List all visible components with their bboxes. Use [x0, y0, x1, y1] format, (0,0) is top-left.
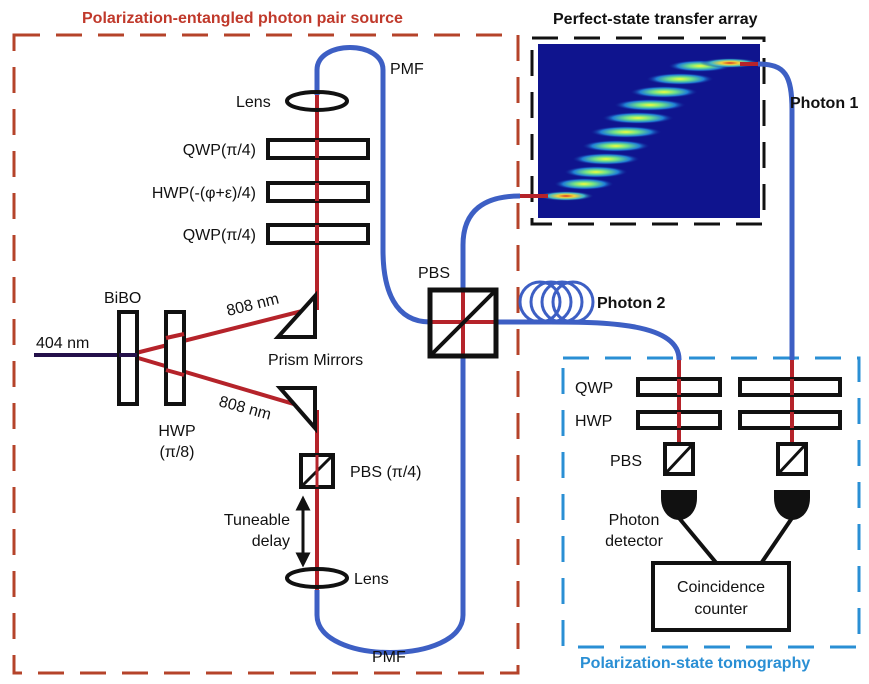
delay-label-line1: Tuneable: [224, 512, 290, 529]
lens-top-label: Lens: [236, 94, 271, 111]
prism-mirror-lower: [275, 386, 317, 434]
beam-808-upper: [127, 306, 315, 357]
detector-label-line2: detector: [605, 533, 663, 550]
lens-bottom-label: Lens: [354, 571, 389, 588]
tomo-pbs-label: PBS: [610, 453, 642, 470]
bibo-crystal: [117, 310, 139, 406]
qwp1-label: QWP(π/4): [183, 142, 256, 159]
tomo-hwp-label: HWP: [575, 413, 612, 430]
photon2-fiber: [495, 319, 682, 361]
hwp-pi8-label-line2: (π/8): [159, 444, 194, 461]
pbs-main-label: PBS: [418, 265, 450, 282]
pmf-top-fiber: [314, 45, 431, 325]
lens-bottom: [285, 567, 349, 589]
pump-wavelength-label: 404 nm: [36, 335, 89, 352]
detector-cable-left: [677, 516, 720, 567]
qwp2-label: QWP(π/4): [183, 227, 256, 244]
counter-label-line2: counter: [694, 601, 748, 618]
photon1-fiber: [757, 61, 795, 360]
coincidence-counter: [651, 561, 791, 632]
prism-label: Prism Mirrors: [268, 352, 363, 369]
pbs-pi4-label: PBS (π/4): [350, 464, 422, 481]
beam-808-lower: [127, 353, 315, 412]
beam-lower-label: 808 nm: [217, 393, 273, 423]
tomography-enclosure: [561, 356, 861, 649]
fiber-coil: [518, 280, 595, 324]
tomo-qwp-label: QWP: [575, 380, 613, 397]
hwp-pi8-plate: [164, 310, 186, 406]
pmf-top-label: PMF: [390, 61, 424, 78]
tomo-pbs-right: [776, 442, 808, 476]
lens-top: [285, 90, 349, 112]
delay-label-line2: delay: [252, 533, 290, 550]
beam-upper-label: 808 nm: [225, 290, 281, 319]
counter-label-line1: Coincidence: [677, 579, 765, 596]
pbs-pi4-cube: [299, 453, 335, 489]
prism-mirror-upper: [273, 290, 317, 339]
pmf-bottom-label: PMF: [372, 649, 406, 666]
photon1-label: Photon 1: [790, 95, 859, 112]
hwp1-label: HWP(-(φ+ε)/4): [152, 185, 256, 202]
hwp-pi8-label-line1: HWP: [158, 423, 195, 440]
photon-detector-left: [661, 490, 697, 520]
source-title: Polarization-entangled photon pair sourc…: [82, 10, 403, 27]
pmf-bottom-fiber: [314, 355, 466, 655]
source-enclosure: [12, 33, 520, 675]
detector-label-line1: Photon: [609, 512, 660, 529]
photon2-label: Photon 2: [597, 295, 666, 312]
detector-cable-right: [758, 516, 794, 567]
pbs-main-cube: [427, 287, 499, 359]
array-title: Perfect-state transfer array: [553, 11, 758, 28]
tomo-pbs-left: [663, 442, 695, 476]
fiber-to-array: [460, 193, 521, 290]
transfer-array-image: [538, 44, 760, 218]
tomography-title: Polarization-state tomography: [580, 655, 810, 672]
bibo-label: BiBO: [104, 290, 141, 307]
photon-detector-right: [774, 490, 810, 520]
